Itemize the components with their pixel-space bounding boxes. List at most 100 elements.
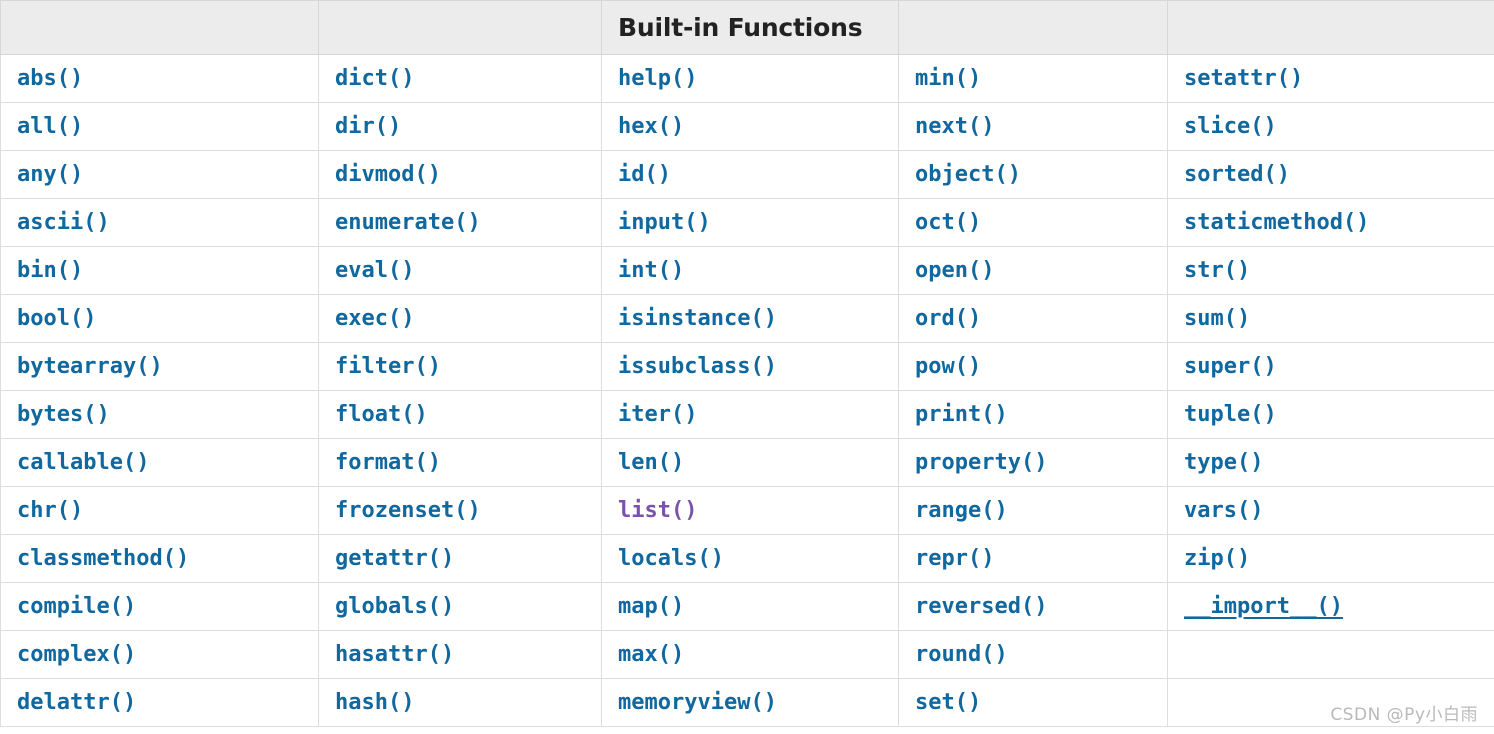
function-link[interactable]: setattr() <box>1184 65 1304 91</box>
table-cell: slice() <box>1167 102 1494 151</box>
table-cell: bin() <box>0 246 319 295</box>
table-cell: next() <box>898 102 1168 151</box>
function-link[interactable]: vars() <box>1184 497 1264 523</box>
function-link[interactable]: oct() <box>915 209 982 235</box>
function-link[interactable]: object() <box>915 161 1021 187</box>
function-link[interactable]: any() <box>17 161 84 187</box>
function-link[interactable]: id() <box>618 161 671 187</box>
function-link[interactable]: eval() <box>335 257 415 283</box>
function-link[interactable]: zip() <box>1184 545 1251 571</box>
function-link[interactable]: complex() <box>17 641 137 667</box>
function-link[interactable]: hasattr() <box>335 641 455 667</box>
function-link[interactable]: bytearray() <box>17 353 163 379</box>
function-link[interactable]: print() <box>915 401 1008 427</box>
function-link[interactable]: len() <box>618 449 685 475</box>
function-link[interactable]: list() <box>618 497 698 523</box>
function-link[interactable]: getattr() <box>335 545 455 571</box>
function-link[interactable]: format() <box>335 449 441 475</box>
function-link[interactable]: help() <box>618 65 698 91</box>
table-cell: tuple() <box>1167 390 1494 439</box>
function-link[interactable]: open() <box>915 257 995 283</box>
table-cell: frozenset() <box>318 486 602 535</box>
table-cell: bool() <box>0 294 319 343</box>
function-link[interactable]: sorted() <box>1184 161 1290 187</box>
table-cell: max() <box>601 630 899 679</box>
function-link[interactable]: chr() <box>17 497 84 523</box>
function-link[interactable]: divmod() <box>335 161 441 187</box>
table-cell: dict() <box>318 54 602 103</box>
function-link[interactable]: max() <box>618 641 685 667</box>
function-link[interactable]: abs() <box>17 65 84 91</box>
function-link[interactable]: issubclass() <box>618 353 777 379</box>
table-title: Built-in Functions <box>601 0 899 55</box>
table-cell: input() <box>601 198 899 247</box>
function-link[interactable]: int() <box>618 257 685 283</box>
function-link[interactable]: super() <box>1184 353 1277 379</box>
function-link[interactable]: ord() <box>915 305 982 331</box>
table-cell: compile() <box>0 582 319 631</box>
function-link[interactable]: pow() <box>915 353 982 379</box>
function-link[interactable]: ascii() <box>17 209 110 235</box>
function-link[interactable]: all() <box>17 113 84 139</box>
function-link[interactable]: __import__() <box>1184 593 1343 619</box>
function-link[interactable]: range() <box>915 497 1008 523</box>
function-link[interactable]: enumerate() <box>335 209 481 235</box>
table-row: callable() format() len() property() type() <box>0 438 1494 487</box>
function-link[interactable]: classmethod() <box>17 545 190 571</box>
table-cell: locals() <box>601 534 899 583</box>
function-link[interactable]: map() <box>618 593 685 619</box>
function-link[interactable]: hash() <box>335 689 415 715</box>
table-cell: set() <box>898 678 1168 727</box>
function-link[interactable]: bytes() <box>17 401 110 427</box>
function-link[interactable]: isinstance() <box>618 305 777 331</box>
function-link[interactable]: dir() <box>335 113 402 139</box>
table-cell: id() <box>601 150 899 199</box>
header-cell-4 <box>898 0 1168 55</box>
function-link[interactable]: next() <box>915 113 995 139</box>
table-cell: all() <box>0 102 319 151</box>
table-row: all() dir() hex() next() slice() <box>0 102 1494 151</box>
function-link[interactable]: dict() <box>335 65 415 91</box>
table-cell: object() <box>898 150 1168 199</box>
function-link[interactable]: slice() <box>1184 113 1277 139</box>
function-link[interactable]: delattr() <box>17 689 137 715</box>
function-link[interactable]: type() <box>1184 449 1264 475</box>
table-cell: eval() <box>318 246 602 295</box>
function-link[interactable]: filter() <box>335 353 441 379</box>
function-link[interactable]: sum() <box>1184 305 1251 331</box>
table-cell: hash() <box>318 678 602 727</box>
function-link[interactable]: staticmethod() <box>1184 209 1370 235</box>
table-row: any() divmod() id() object() sorted() <box>0 150 1494 199</box>
function-link[interactable]: repr() <box>915 545 995 571</box>
function-link[interactable]: memoryview() <box>618 689 777 715</box>
function-link[interactable]: property() <box>915 449 1048 475</box>
function-link[interactable]: bin() <box>17 257 84 283</box>
function-link[interactable]: set() <box>915 689 982 715</box>
function-link[interactable]: hex() <box>618 113 685 139</box>
function-link[interactable]: float() <box>335 401 428 427</box>
function-link[interactable]: compile() <box>17 593 137 619</box>
table-cell: range() <box>898 486 1168 535</box>
table-body: abs() dict() help() min() setattr() all() dir(… <box>0 54 1494 727</box>
function-link[interactable]: callable() <box>17 449 150 475</box>
table-cell <box>1167 678 1494 727</box>
function-link[interactable]: tuple() <box>1184 401 1277 427</box>
table-cell: chr() <box>0 486 319 535</box>
table-cell: globals() <box>318 582 602 631</box>
table-cell: enumerate() <box>318 198 602 247</box>
function-link[interactable]: bool() <box>17 305 97 331</box>
function-link[interactable]: iter() <box>618 401 698 427</box>
function-link[interactable]: str() <box>1184 257 1251 283</box>
function-link[interactable]: frozenset() <box>335 497 481 523</box>
function-link[interactable]: exec() <box>335 305 415 331</box>
header-cell-5 <box>1167 0 1494 55</box>
table-cell: round() <box>898 630 1168 679</box>
function-link[interactable]: round() <box>915 641 1008 667</box>
function-link[interactable]: min() <box>915 65 982 91</box>
table-cell: type() <box>1167 438 1494 487</box>
function-link[interactable]: globals() <box>335 593 455 619</box>
function-link[interactable]: locals() <box>618 545 724 571</box>
function-link[interactable]: input() <box>618 209 711 235</box>
table-cell: vars() <box>1167 486 1494 535</box>
function-link[interactable]: reversed() <box>915 593 1048 619</box>
